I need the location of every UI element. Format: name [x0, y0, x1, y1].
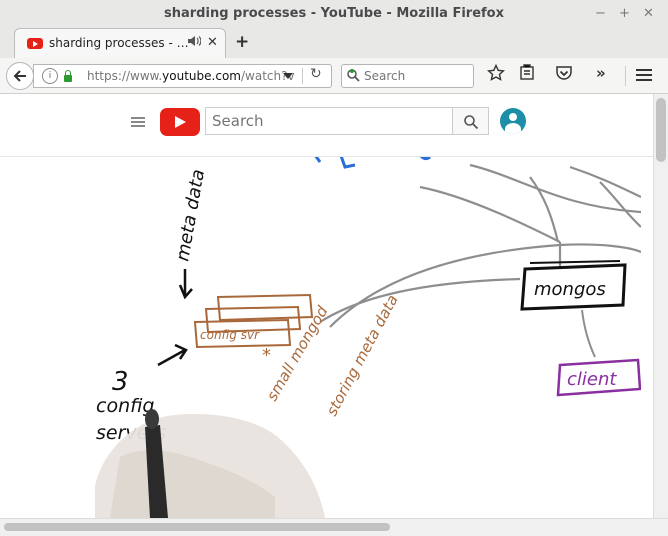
config-svr-label: config svr: [200, 328, 260, 342]
reload-icon[interactable]: ↻: [310, 66, 322, 82]
vertical-scrollbar[interactable]: [653, 94, 668, 518]
pocket-icon[interactable]: [555, 64, 573, 86]
config-label: config: [96, 395, 154, 417]
youtube-header: [0, 94, 653, 157]
search-engine-icon[interactable]: [346, 68, 360, 85]
nav-toolbar: i https://www.youtube.com/watch?v ↻ »: [0, 58, 668, 94]
storing-meta-data-label: storing meta data: [323, 292, 402, 419]
guide-menu-icon[interactable]: [131, 117, 145, 119]
mongos-box-shadow: [529, 260, 621, 264]
tab-close-icon[interactable]: ✕: [207, 35, 218, 50]
url-bar[interactable]: i https://www.youtube.com/watch?v ↻: [33, 64, 332, 88]
presenter-hand: [95, 409, 325, 518]
tab-label: sharding processes - …: [49, 36, 189, 50]
close-window-button[interactable]: ✕: [643, 6, 654, 21]
youtube-favicon-icon: [27, 38, 43, 49]
maximize-button[interactable]: +: [619, 6, 630, 21]
blue-ink-marks: [314, 157, 431, 169]
page-content: mongos client config svr meta data 3 con…: [0, 94, 653, 518]
new-tab-button[interactable]: +: [235, 32, 250, 52]
config-arrow: [157, 343, 188, 367]
mongos-box: [520, 263, 627, 311]
info-icon[interactable]: i: [42, 68, 58, 84]
avatar[interactable]: [500, 108, 526, 134]
mongos-client-line: [581, 309, 596, 358]
url-text[interactable]: https://www.youtube.com/watch?v: [87, 69, 295, 83]
speaker-icon[interactable]: [187, 35, 202, 51]
youtube-search-input[interactable]: [212, 111, 448, 131]
client-box: [556, 358, 641, 397]
mongos-label: mongos: [534, 279, 606, 300]
vertical-scroll-thumb[interactable]: [656, 98, 666, 162]
toolbar-separator: [625, 66, 626, 86]
meta-data-label: meta data: [172, 168, 209, 263]
window-titlebar: sharding processes - YouTube - Mozilla F…: [0, 0, 668, 28]
library-icon[interactable]: [519, 64, 535, 86]
tab-youtube[interactable]: sharding processes - … ✕: [14, 28, 226, 58]
horizontal-scroll-thumb[interactable]: [4, 523, 390, 531]
minimize-button[interactable]: −: [595, 6, 606, 21]
horizontal-scrollbar[interactable]: [0, 518, 668, 536]
youtube-logo-icon[interactable]: [160, 108, 200, 136]
url-separator: [302, 68, 303, 84]
youtube-search-button[interactable]: [452, 107, 489, 135]
back-button[interactable]: [6, 62, 34, 90]
gray-network-lines: [319, 163, 641, 328]
tab-strip: sharding processes - … ✕ +: [0, 28, 668, 58]
overflow-chevrons-icon[interactable]: »: [596, 64, 606, 82]
url-domain: youtube.com: [162, 69, 241, 83]
youtube-search-box[interactable]: [205, 107, 453, 135]
three-label: 3: [112, 367, 129, 397]
video-player[interactable]: mongos client config svr meta data 3 con…: [0, 157, 641, 518]
lock-icon[interactable]: [64, 70, 72, 82]
meta-data-arrow: [178, 269, 193, 300]
client-label: client: [567, 369, 617, 390]
config-server-stack: [193, 293, 314, 349]
browser-search-box[interactable]: [341, 64, 474, 88]
whiteboard-drawing: mongos client config svr meta data 3 con…: [95, 157, 641, 518]
browser-search-input[interactable]: [364, 67, 468, 85]
menu-icon[interactable]: [636, 69, 652, 71]
window-title: sharding processes - YouTube - Mozilla F…: [164, 6, 504, 21]
bookmark-star-icon[interactable]: [486, 63, 506, 86]
url-dropdown-icon[interactable]: [283, 73, 293, 79]
star-label: *: [262, 345, 271, 366]
search-icon: [463, 115, 478, 130]
